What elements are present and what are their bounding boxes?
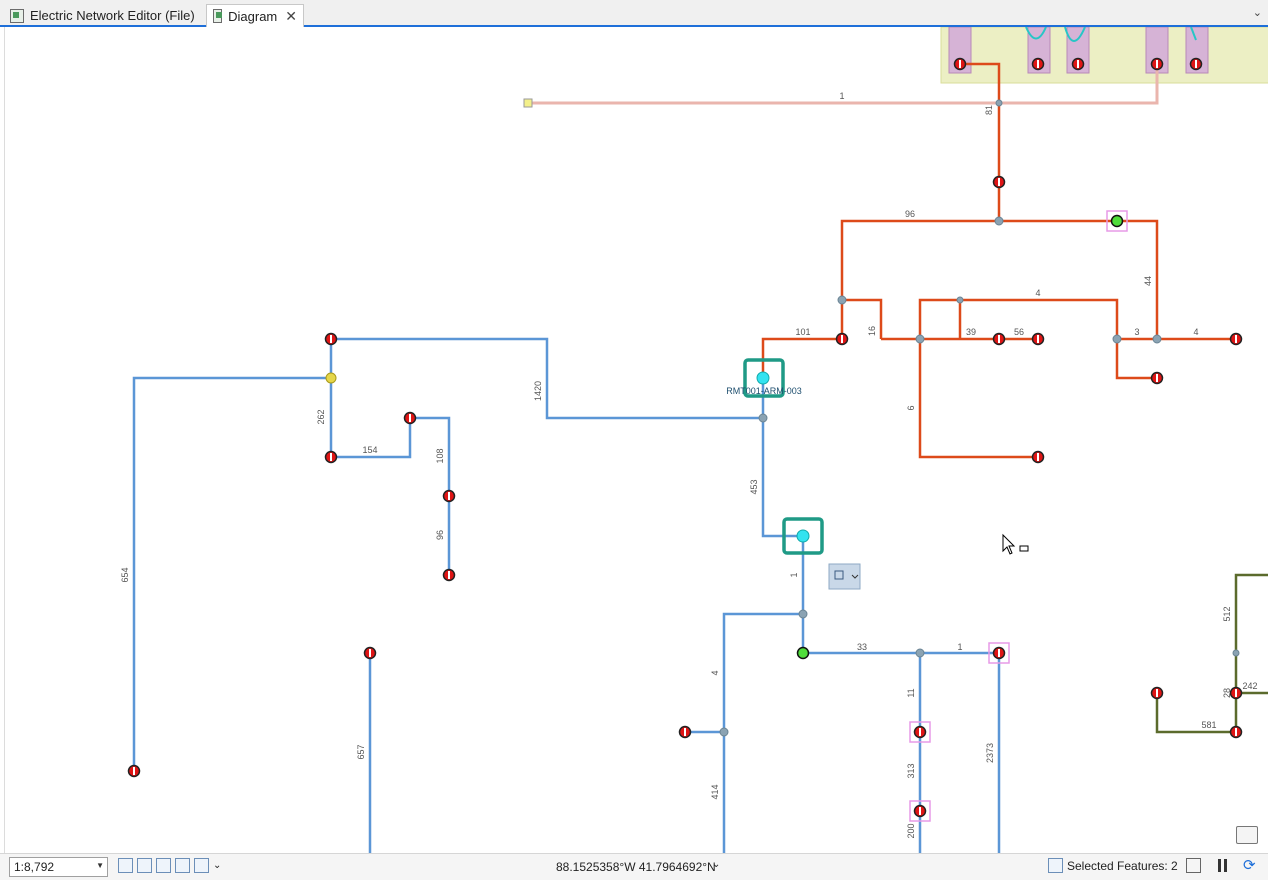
- edge-label: 414: [710, 784, 720, 799]
- chevron-down-icon[interactable]: ⌄: [1252, 7, 1262, 19]
- edge-label: 154: [362, 445, 377, 455]
- edge-label: 11: [906, 688, 916, 697]
- orange-lines: [761, 62, 1236, 459]
- close-icon[interactable]: ✕: [285, 7, 297, 24]
- select-icon: [1048, 858, 1063, 873]
- attribute-table-icon[interactable]: [1236, 826, 1258, 844]
- status-tools: ⌄: [118, 858, 221, 873]
- tab-electric-network-editor[interactable]: Electric Network Editor (File): [4, 4, 202, 27]
- edge-label: 3: [1134, 327, 1139, 337]
- edge-label: 4: [710, 670, 720, 675]
- edge-label: 262: [316, 409, 326, 424]
- tab-label: Electric Network Editor (File): [30, 8, 195, 23]
- selected-features-label: Selected Features: 2: [1067, 858, 1178, 873]
- edge-label: 108: [435, 448, 445, 463]
- tab-diagram[interactable]: Diagram ✕: [206, 4, 304, 27]
- pause-icon[interactable]: [1215, 858, 1230, 873]
- blue-lines: [132, 337, 1001, 853]
- edge-label: 1: [789, 572, 799, 577]
- map-icon: [10, 8, 24, 23]
- edge-label: 581: [1201, 720, 1216, 730]
- edge-label: 16: [867, 326, 877, 336]
- devices-green[interactable]: [796, 214, 1124, 660]
- tab-bar: Electric Network Editor (File) Diagram ✕…: [0, 0, 1268, 27]
- grid-icon[interactable]: [137, 858, 152, 873]
- edge-label: 39: [966, 327, 976, 337]
- edge-label: 1: [957, 642, 962, 652]
- chevron-down-icon[interactable]: ⌄: [712, 859, 721, 870]
- edge-label: 4: [1035, 288, 1040, 298]
- edge-label: 56: [1014, 327, 1024, 337]
- edge-label: 657: [356, 744, 366, 759]
- selected-device[interactable]: [796, 529, 810, 543]
- edge-label: 96: [905, 209, 915, 219]
- salmon-lines: [528, 64, 1159, 105]
- junction-yellow: [325, 372, 337, 384]
- selected-features[interactable]: Selected Features: 2: [1048, 858, 1178, 873]
- edge-label: 44: [1143, 276, 1153, 286]
- refresh-icon[interactable]: ⟳: [1243, 857, 1256, 874]
- flag-boxes: [909, 210, 1128, 822]
- table-view-icon[interactable]: [1186, 858, 1201, 873]
- mouse-cursor-icon: [1002, 533, 1016, 555]
- edge-label: 33: [857, 642, 867, 652]
- edge-label: 512: [1222, 606, 1232, 621]
- edge-label: 2373: [985, 743, 995, 763]
- cursor-badge: [1019, 545, 1029, 552]
- selected-device-label: RMT001-ARM-003: [726, 386, 802, 396]
- devices-red[interactable]: [127, 57, 1243, 818]
- edge-label: 101: [795, 327, 810, 337]
- edge-label: 654: [120, 567, 130, 582]
- edge-label: 313: [906, 763, 916, 778]
- scale-value: 1:8,792: [14, 860, 55, 874]
- snapping-icon[interactable]: [118, 858, 133, 873]
- source-node: [523, 98, 533, 108]
- edge-label: 28: [1222, 688, 1232, 698]
- diagram-icon: [213, 9, 223, 23]
- guides-icon[interactable]: [175, 858, 190, 873]
- chevron-down-icon[interactable]: ⌄: [213, 860, 222, 871]
- constraints-icon[interactable]: [156, 858, 171, 873]
- edge-label: 81: [984, 105, 994, 115]
- scale-selector[interactable]: 1:8,792 ▼: [9, 857, 108, 877]
- junctions: [719, 99, 1240, 737]
- tab-label: Diagram: [228, 8, 278, 24]
- edge-label: 200: [906, 823, 916, 838]
- coordinates-readout: 88.1525358°W 41.7964692°N: [556, 860, 716, 874]
- substation-area: [940, 27, 1268, 84]
- edge-label: 6: [906, 405, 916, 410]
- olive-lines: [1155, 573, 1268, 734]
- edge-label: 4: [1193, 327, 1198, 337]
- chevron-down-icon: ▼: [96, 861, 104, 870]
- substation-connectors: [1025, 27, 1197, 42]
- edge-label: 453: [749, 479, 759, 494]
- selected-device[interactable]: [756, 371, 770, 385]
- edge-label: 1420: [533, 381, 543, 401]
- context-toolbar[interactable]: [828, 563, 861, 590]
- north-arrow-icon[interactable]: [194, 858, 209, 873]
- edge-label: 242: [1242, 681, 1257, 691]
- status-bar: 1:8,792 ▼ ⌄ 88.1525358°W 41.7964692°N ⌄ …: [0, 853, 1268, 880]
- edge-label: 96: [435, 530, 445, 540]
- selection-highlights: [743, 358, 824, 555]
- edge-label: 1: [839, 91, 844, 101]
